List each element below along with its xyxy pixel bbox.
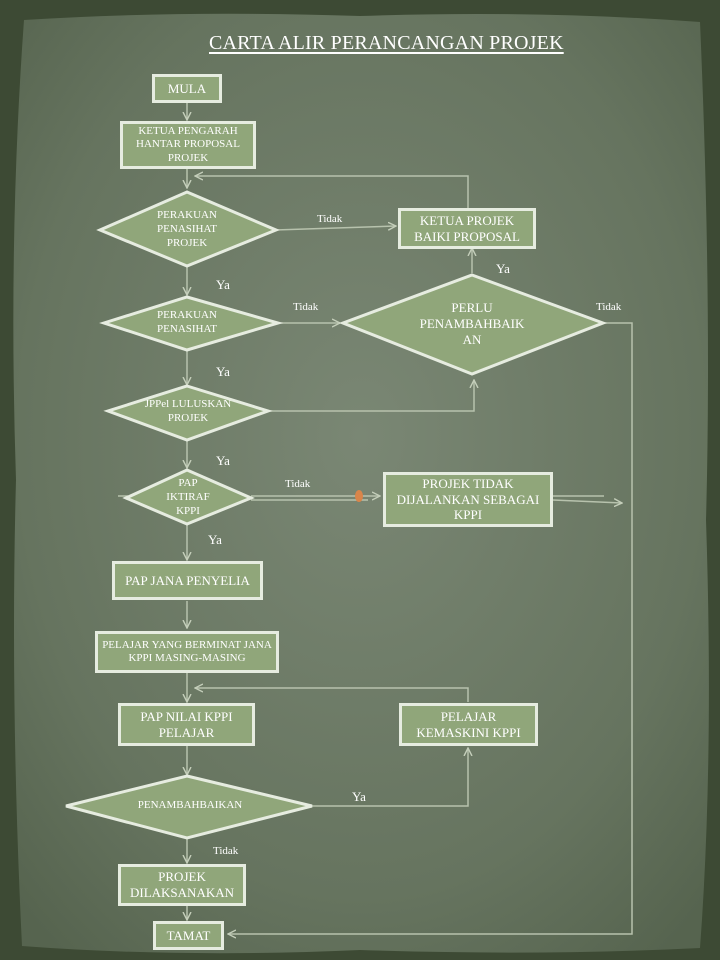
process-projek-tidak-dijalankan: PROJEK TIDAK DIJALANKAN SEBAGAI KPPI [383, 472, 553, 527]
arrow-perlu-tidak-to-tamat [228, 322, 633, 934]
label-tidak-2: Tidak [293, 301, 319, 313]
end-node: TAMAT [153, 921, 224, 950]
label-ya-4: Ya [208, 532, 222, 547]
process-pelajar-kemaskini: PELAJAR KEMASKINI KPPI [399, 703, 538, 746]
process-projek-dilaksanakan: PROJEK DILAKSANAKAN [118, 864, 246, 906]
decision-perakuan-penasihat: PERAKUAN PENASIHAT [157, 309, 217, 335]
page-title: CARTA ALIR PERANCANGAN PROJEK [209, 32, 564, 54]
label-tidak-1: Tidak [317, 213, 343, 225]
start-node: MULA [152, 74, 222, 103]
process-ketua-baiki-proposal: KETUA PROJEK BAIKI PROPOSAL [398, 208, 536, 249]
decision-pap-iktiraf-shape [122, 468, 255, 526]
decision-perakuan-penasihat-projek-shape [96, 190, 280, 268]
decision-penambahbaikan: PENAMBAHBAIKAN [137, 799, 243, 812]
arrow-perakuan-projek-tidak [274, 226, 396, 230]
process-ketua-hantar-proposal: KETUA PENGARAH HANTAR PROPOSAL PROJEK [120, 121, 256, 169]
decision-shapes [65, 190, 608, 840]
label-tidak-5: Tidak [213, 845, 239, 857]
process-pelajar-berminat: PELAJAR YANG BERMINAT JANA KPPI MASING-M… [95, 631, 279, 673]
process-pap-nilai-kppi: PAP NILAI KPPI PELAJAR [118, 703, 255, 746]
decision-jppel-luluskan: JPPel LULUSKAN PROJEK [144, 398, 232, 424]
process-pap-jana-penyelia: PAP JANA PENYELIA [112, 561, 263, 600]
label-ya-3: Ya [216, 453, 230, 468]
orange-marker [355, 490, 363, 502]
decision-perakuan-penasihat-projek: PERAKUAN PENASIHAT PROJEK [157, 209, 217, 249]
decision-jppel-shape [103, 384, 273, 442]
decision-perlu-penambahbaikan-shape [338, 273, 608, 376]
decision-pap-iktiraf-kppi: PAP IKTIRAF KPPI [166, 477, 210, 517]
arrow-jppel-to-perlu [268, 380, 474, 412]
label-ya-5: Ya [352, 789, 366, 804]
label-ya-2: Ya [216, 364, 230, 379]
label-ya-1: Ya [216, 277, 230, 292]
arrow-right-exit [552, 500, 622, 503]
decision-perakuan-penasihat-shape [99, 295, 284, 352]
arrow-penambahbaikan-ya [312, 748, 468, 807]
label-ya-perlu: Ya [496, 261, 510, 276]
label-tidak-3: Tidak [596, 301, 622, 313]
decision-penambahbaikan-shape [65, 774, 313, 840]
decision-perlu-penambahbaikan: PERLU PENAMBAHBAIK AN [419, 299, 525, 348]
arrow-baiki-loop-back [195, 176, 469, 209]
arrow-kemaskini-loop-back [195, 688, 469, 702]
label-tidak-4: Tidak [285, 478, 311, 490]
